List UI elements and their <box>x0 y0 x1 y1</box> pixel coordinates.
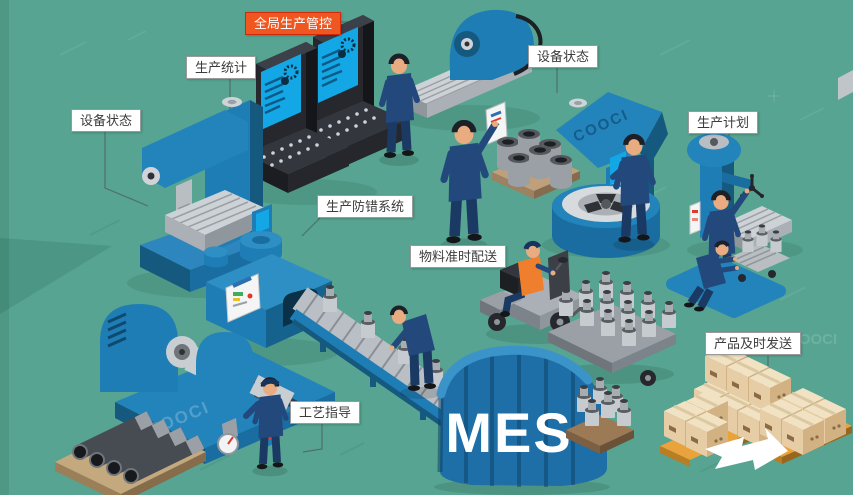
label-process-guidance: 工艺指导 <box>290 401 361 424</box>
mes-funnel: MES <box>434 345 610 495</box>
label-production-statistics: 生产统计 <box>186 56 257 79</box>
pipes-pallet <box>55 411 206 495</box>
worker-drill <box>702 189 750 298</box>
label-production-plan: 生产计划 <box>688 111 759 134</box>
worker-conveyor <box>389 305 442 399</box>
mes-title: MES <box>445 401 572 464</box>
label-global-production-control: 全局生产管控 <box>245 12 342 35</box>
label-material-on-time-delivery: 物料准时配送 <box>410 245 507 268</box>
funnel-parts-pallet <box>566 377 634 454</box>
material-cart-worker <box>666 224 790 318</box>
forklift-driver <box>500 240 556 317</box>
milling-machine <box>127 97 283 298</box>
tube-pallet <box>492 129 580 199</box>
label-product-timely-dispatch: 产品及时发送 <box>705 332 802 355</box>
worker-cnc <box>613 137 655 251</box>
surface-grinder <box>400 9 853 145</box>
shipping-arrow <box>705 428 788 470</box>
label-equipment-status-right: 设备状态 <box>528 45 599 68</box>
worker-lathe <box>243 379 288 476</box>
label-equipment-status-left: 设备状态 <box>71 109 142 132</box>
worker-grinder <box>440 121 498 253</box>
label-error-proofing-system: 生产防错系统 <box>317 195 414 218</box>
cardboard-boxes <box>660 344 852 467</box>
